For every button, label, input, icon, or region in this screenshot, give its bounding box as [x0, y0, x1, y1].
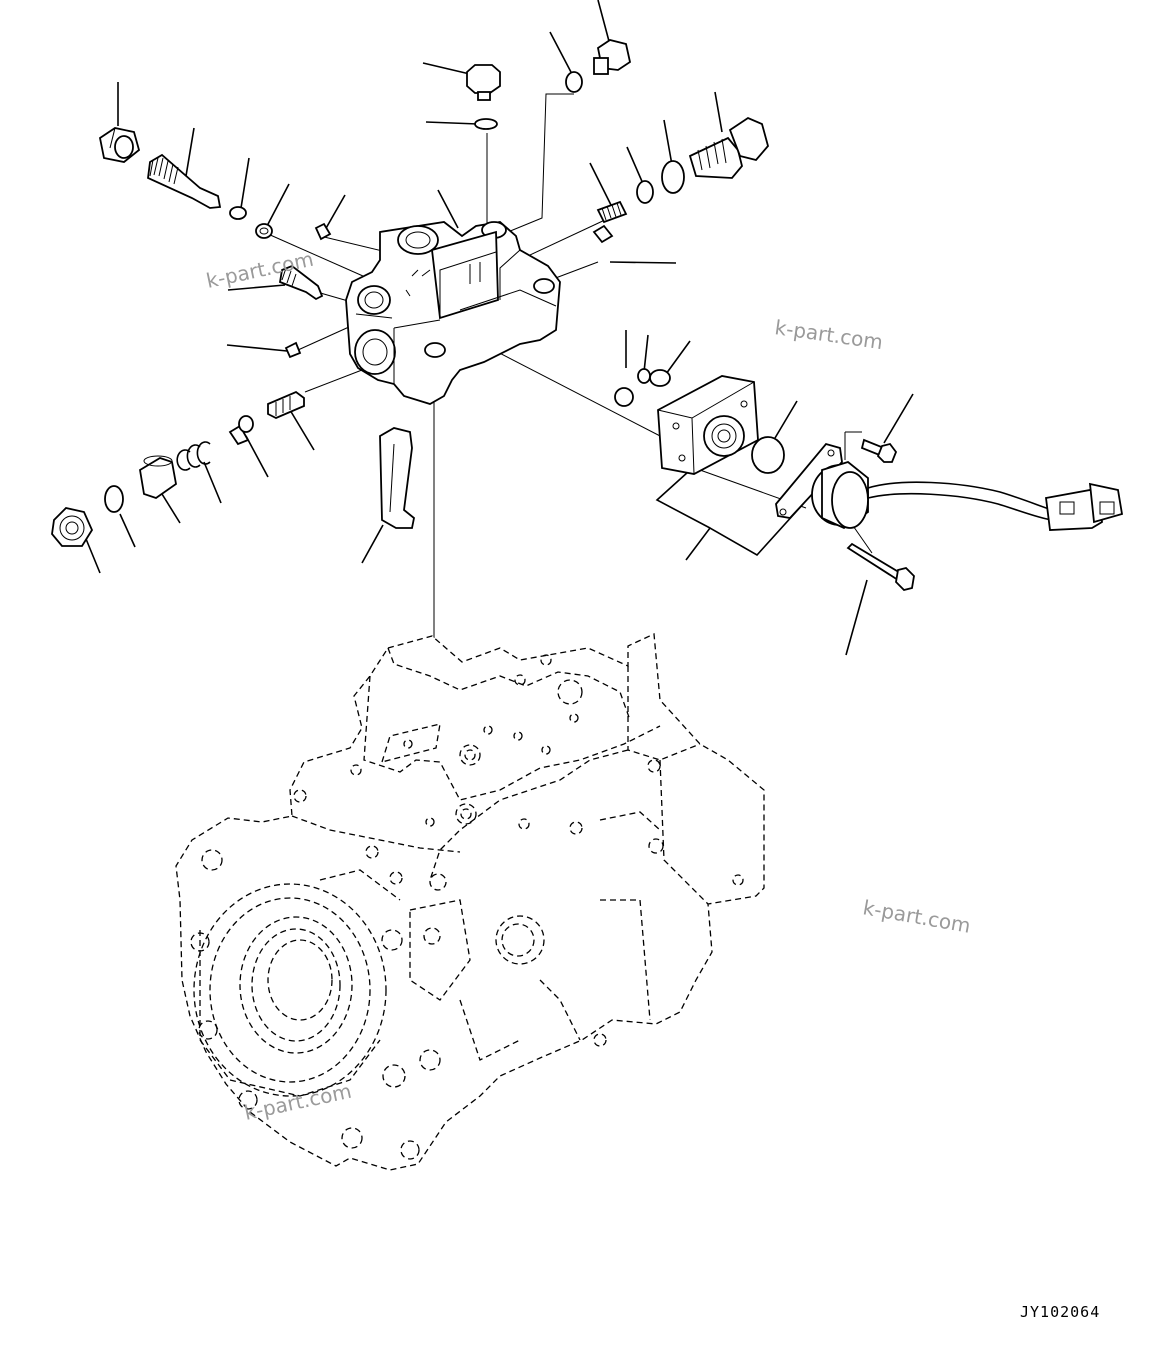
- o-ring-upper-right: [565, 71, 583, 93]
- snap-ring: [176, 441, 211, 471]
- union-fitting: [688, 116, 769, 179]
- pump-housing: [175, 633, 765, 1171]
- spring-right: [596, 200, 628, 224]
- watermark: k-part.com: [861, 895, 972, 938]
- plug-upper-right: [593, 39, 632, 75]
- end-plug: [51, 507, 94, 547]
- small-nut: [255, 223, 273, 239]
- plug-right: [592, 224, 614, 244]
- drawing-code: JY102064: [1020, 1303, 1100, 1321]
- o-ring-right-1: [661, 160, 685, 194]
- top-plug: [466, 64, 501, 101]
- top-o-ring: [474, 118, 498, 130]
- solenoid: [775, 442, 869, 530]
- flange-screw: [228, 415, 254, 446]
- solenoid-bolt-top: [860, 438, 898, 463]
- check-pin: [278, 264, 324, 301]
- piston: [139, 455, 177, 499]
- o-rings-cluster: [614, 368, 671, 407]
- hex-nut: [98, 127, 141, 163]
- watermark: k-part.com: [773, 315, 884, 354]
- spool-pin: [267, 390, 305, 419]
- valve-block: [657, 375, 759, 475]
- leader-lines: [83, 0, 914, 656]
- o-ring-small: [229, 206, 247, 220]
- o-ring-lower-left: [104, 485, 124, 513]
- long-bolt: [846, 542, 915, 591]
- adjusting-screw: [147, 153, 222, 209]
- lever-arm: [379, 427, 415, 529]
- valve-body: [345, 221, 561, 405]
- small-plug-2: [284, 341, 302, 359]
- solenoid-wire: [867, 481, 1053, 521]
- o-ring-right-2: [636, 180, 654, 204]
- o-ring-solenoid: [751, 436, 785, 474]
- small-plug-left: [314, 222, 332, 241]
- connector: [1045, 482, 1124, 531]
